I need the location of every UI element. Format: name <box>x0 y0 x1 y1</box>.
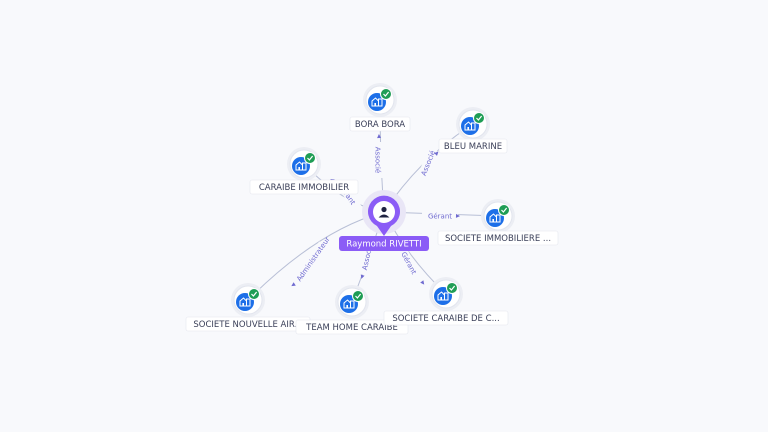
center-node[interactable]: Raymond RIVETTI <box>339 190 429 251</box>
edge-label: Associé <box>374 147 382 173</box>
node-label-bg <box>437 230 559 246</box>
edge-label: Gérant <box>399 251 417 276</box>
building-icon <box>464 121 476 131</box>
edge-label-bg <box>422 211 458 220</box>
building-icon <box>295 161 307 171</box>
node-label: CARAIBE IMMOBILIER <box>259 183 349 193</box>
node-label-bg <box>349 116 411 132</box>
node-label-bg <box>295 319 409 335</box>
building-icon <box>343 299 355 309</box>
building-icon <box>371 97 383 107</box>
center-label-bg <box>339 236 429 251</box>
verified-check-icon <box>473 112 485 124</box>
building-icon <box>437 291 449 301</box>
edge-label: Gérant <box>428 213 452 221</box>
center-label: Raymond RIVETTI <box>346 240 421 250</box>
edge-arrow-icon <box>360 274 365 279</box>
verified-check-icon <box>304 152 316 164</box>
node-label: SOCIETE IMMOBILIERE ... <box>445 234 551 244</box>
company-node-bleu[interactable]: BLEU MARINE <box>438 107 508 154</box>
edge-label-bg <box>374 142 383 178</box>
nodes-layer: BORA BORA BLEU MARINE CARAIBE IMMOBILIER SO… <box>185 83 559 335</box>
edge-label-bg <box>397 244 422 281</box>
node-label-bg <box>383 310 509 326</box>
edge-label-bg <box>298 241 327 277</box>
verified-check-icon <box>352 290 364 302</box>
verified-check-icon <box>248 288 260 300</box>
edge-arrow-icon <box>434 151 439 156</box>
edge-label: Associé <box>420 149 437 177</box>
company-node-nouvelle[interactable]: SOCIETE NOUVELLE AIR... <box>185 283 311 332</box>
edge-label: Administrateur <box>295 236 332 283</box>
node-label: SOCIETE CARAIBE DE C... <box>392 314 499 324</box>
edge-label-bg <box>416 144 439 182</box>
node-label-bg <box>438 138 508 154</box>
edge-arrow-icon <box>455 213 460 218</box>
edge-arrow-icon <box>291 282 296 287</box>
person-icon <box>378 206 390 218</box>
node-label: SOCIETE NOUVELLE AIR... <box>193 320 302 330</box>
edge-arrow-icon <box>377 134 382 139</box>
node-label: BLEU MARINE <box>444 142 502 152</box>
edge-arrow-icon <box>420 280 425 285</box>
building-icon <box>489 213 501 223</box>
node-label: BORA BORA <box>355 120 405 130</box>
node-label: TEAM HOME CARAIBE <box>305 323 398 333</box>
verified-check-icon <box>446 282 458 294</box>
company-node-scdc[interactable]: SOCIETE CARAIBE DE C... <box>383 277 509 326</box>
company-node-team[interactable]: TEAM HOME CARAIBE <box>295 285 409 335</box>
verified-check-icon <box>380 88 392 100</box>
node-label-bg <box>249 179 359 195</box>
verified-check-icon <box>498 204 510 216</box>
company-node-sci[interactable]: SOCIETE IMMOBILIERE ... <box>437 199 559 246</box>
company-node-caraibe-immo[interactable]: CARAIBE IMMOBILIER <box>249 147 359 195</box>
company-node-bora[interactable]: BORA BORA <box>349 83 411 132</box>
building-icon <box>239 297 251 307</box>
